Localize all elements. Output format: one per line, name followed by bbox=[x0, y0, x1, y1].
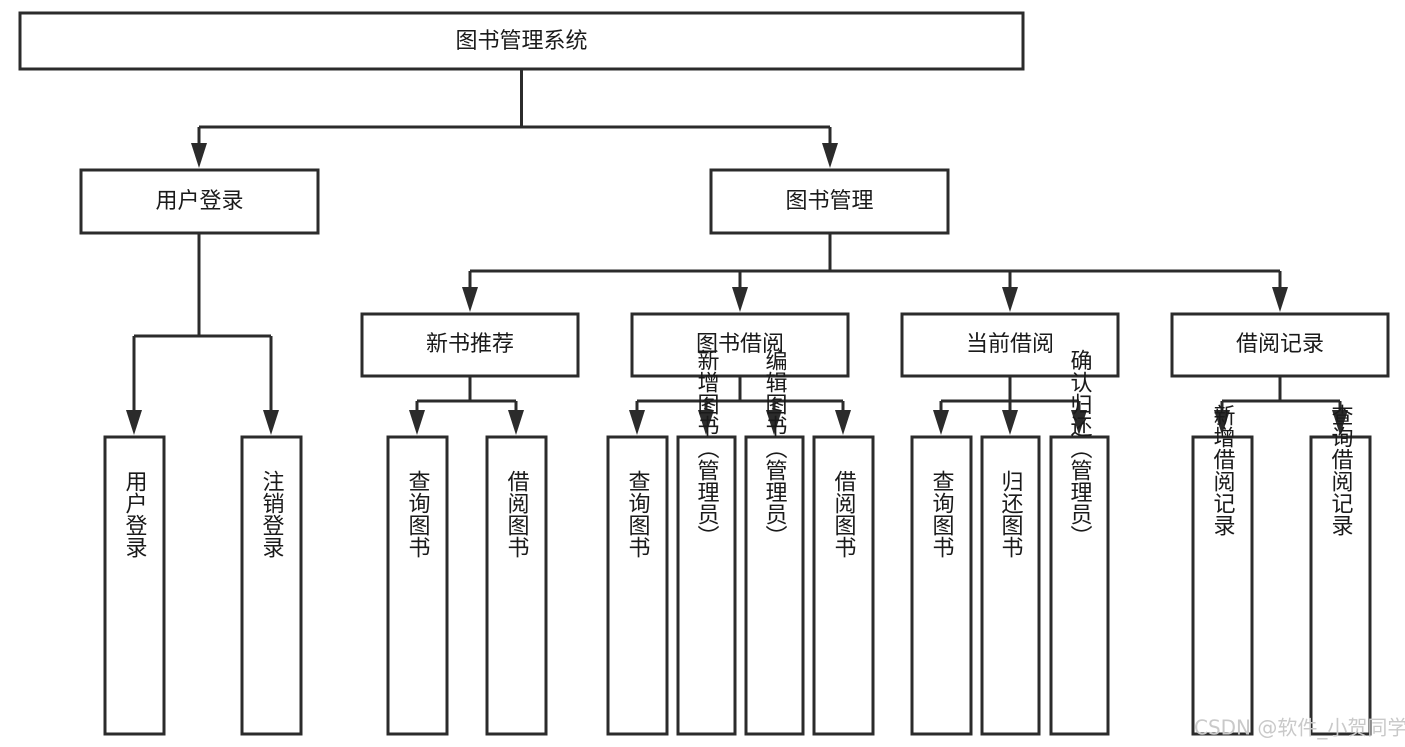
leaf-node-book-borrow-edit[interactable]: 编辑图书（管理员） bbox=[744, 349, 805, 736]
leaf-node-user-login-logout[interactable]: 注销登录 bbox=[240, 435, 303, 736]
leaf-book-borrow-add-box[interactable] bbox=[676, 435, 737, 736]
node-book-borrow-label: 图书借阅 bbox=[696, 332, 784, 357]
arrow-head-book-borrow-leaf-3 bbox=[766, 410, 782, 435]
arrow-head-borrow-record-leaf-1 bbox=[1214, 410, 1230, 435]
node-borrow-record-label: 借阅记录 bbox=[1236, 332, 1324, 357]
leaf-node-book-borrow-query[interactable]: 查询图书 bbox=[606, 435, 669, 736]
leaf-new-book-borrow-label: 借阅图书 bbox=[504, 470, 530, 558]
arrow-head-to-current-borrow bbox=[1002, 287, 1018, 312]
connector-group-new-book-recommend bbox=[409, 376, 524, 435]
connector-group-borrow-record bbox=[1214, 376, 1348, 435]
node-book-management-box[interactable] bbox=[709, 168, 950, 235]
leaf-current-borrow-confirm-label: 确认归还（管理员） bbox=[1067, 349, 1093, 547]
arrow-head-user-login-leaf-1 bbox=[126, 410, 142, 435]
leaf-borrow-record-add-label: 新增借阅记录 bbox=[1210, 404, 1236, 536]
node-user-login[interactable]: 用户登录 bbox=[79, 168, 320, 235]
leaf-book-borrow-edit-label: 编辑图书（管理员） bbox=[762, 349, 788, 547]
node-book-management-label: 图书管理 bbox=[785, 189, 873, 214]
arrow-head-to-book-mgmt bbox=[822, 143, 838, 168]
arrow-head-current-borrow-leaf-3 bbox=[1071, 410, 1087, 435]
leaf-book-borrow-borrow-label: 借阅图书 bbox=[831, 470, 857, 558]
leaf-user-login-login-box[interactable] bbox=[103, 435, 166, 736]
leaf-new-book-query-label: 查询图书 bbox=[405, 470, 431, 558]
node-borrow-record[interactable]: 借阅记录 bbox=[1170, 312, 1390, 378]
node-new-book-recommend-label: 新书推荐 bbox=[426, 332, 514, 357]
connector-group-book-mgmt bbox=[462, 233, 1288, 312]
leaf-book-borrow-query-label: 查询图书 bbox=[625, 470, 651, 558]
leaf-node-new-book-borrow[interactable]: 借阅图书 bbox=[485, 435, 548, 736]
leaf-node-user-login-login[interactable]: 用户登录 bbox=[103, 435, 166, 736]
leaf-node-book-borrow-add[interactable]: 新增图书（管理员） bbox=[676, 349, 737, 736]
leaf-current-borrow-query-label: 查询图书 bbox=[929, 470, 955, 558]
leaf-user-login-login-label: 用户登录 bbox=[122, 470, 148, 558]
arrow-head-to-new-book-recommend bbox=[462, 287, 478, 312]
arrow-head-new-book-leaf-2 bbox=[508, 410, 524, 435]
leaf-node-new-book-query[interactable]: 查询图书 bbox=[386, 435, 449, 736]
arrow-head-book-borrow-leaf-4 bbox=[835, 410, 851, 435]
node-borrow-record-box[interactable] bbox=[1170, 312, 1390, 378]
node-user-login-box[interactable] bbox=[79, 168, 320, 235]
leaf-node-current-borrow-query[interactable]: 查询图书 bbox=[910, 435, 973, 736]
node-user-login-label: 用户登录 bbox=[155, 189, 243, 214]
connector-group-current-borrow bbox=[933, 376, 1087, 435]
connector-group-user-login bbox=[126, 233, 279, 435]
arrow-head-to-borrow-record bbox=[1272, 287, 1288, 312]
node-book-management[interactable]: 图书管理 bbox=[709, 168, 950, 235]
arrow-head-borrow-record-leaf-2 bbox=[1332, 410, 1348, 435]
leaf-current-borrow-confirm-box[interactable] bbox=[1049, 435, 1110, 736]
leaf-borrow-record-query-label: 查询借阅记录 bbox=[1328, 404, 1354, 536]
arrow-head-user-login-leaf-2 bbox=[263, 410, 279, 435]
arrow-head-current-borrow-leaf-1 bbox=[933, 410, 949, 435]
leaf-book-borrow-borrow-box[interactable] bbox=[812, 435, 875, 736]
node-book-borrow[interactable]: 图书借阅 bbox=[630, 312, 850, 378]
csdn-watermark: CSDN @软件_小贺同学 bbox=[1194, 716, 1405, 740]
leaf-node-borrow-record-add[interactable]: 新增借阅记录 bbox=[1191, 404, 1254, 736]
leaf-current-borrow-return-label: 归还图书 bbox=[998, 470, 1024, 558]
arrow-head-current-borrow-leaf-2 bbox=[1002, 410, 1018, 435]
node-new-book-recommend-box[interactable] bbox=[360, 312, 580, 378]
connector-group-book-borrow bbox=[629, 376, 851, 435]
leaf-user-login-logout-box[interactable] bbox=[240, 435, 303, 736]
leaf-current-borrow-query-box[interactable] bbox=[910, 435, 973, 736]
arrow-head-to-user-login bbox=[191, 143, 207, 168]
arrow-head-to-book-borrow bbox=[732, 287, 748, 312]
leaf-new-book-query-box[interactable] bbox=[386, 435, 449, 736]
leaf-book-borrow-query-box[interactable] bbox=[606, 435, 669, 736]
leaf-book-borrow-add-label: 新增图书（管理员） bbox=[694, 349, 720, 547]
leaf-borrow-record-query-box[interactable] bbox=[1309, 435, 1372, 736]
arrow-head-book-borrow-leaf-1 bbox=[629, 410, 645, 435]
node-root-box[interactable] bbox=[18, 11, 1025, 71]
leaf-user-login-logout-label: 注销登录 bbox=[259, 470, 285, 558]
leaf-borrow-record-add-box[interactable] bbox=[1191, 435, 1254, 736]
leaf-node-book-borrow-borrow[interactable]: 借阅图书 bbox=[812, 435, 875, 736]
leaf-node-borrow-record-query[interactable]: 查询借阅记录 bbox=[1309, 404, 1372, 736]
leaf-current-borrow-return-box[interactable] bbox=[980, 435, 1041, 736]
node-root-book-management-system[interactable]: 图书管理系统 bbox=[18, 11, 1025, 71]
node-current-borrow-label: 当前借阅 bbox=[966, 332, 1054, 357]
arrow-head-new-book-leaf-1 bbox=[409, 410, 425, 435]
leaf-node-current-borrow-return[interactable]: 归还图书 bbox=[980, 435, 1041, 736]
node-book-borrow-box[interactable] bbox=[630, 312, 850, 378]
leaf-book-borrow-edit-box[interactable] bbox=[744, 435, 805, 736]
connector-group-root bbox=[191, 69, 838, 168]
node-current-borrow-box[interactable] bbox=[900, 312, 1120, 378]
leaf-new-book-borrow-box[interactable] bbox=[485, 435, 548, 736]
node-current-borrow[interactable]: 当前借阅 bbox=[900, 312, 1120, 378]
arrow-head-book-borrow-leaf-2 bbox=[698, 410, 714, 435]
node-new-book-recommend[interactable]: 新书推荐 bbox=[360, 312, 580, 378]
leaf-node-current-borrow-confirm[interactable]: 确认归还（管理员） bbox=[1049, 349, 1110, 736]
node-root-label: 图书管理系统 bbox=[455, 29, 587, 54]
